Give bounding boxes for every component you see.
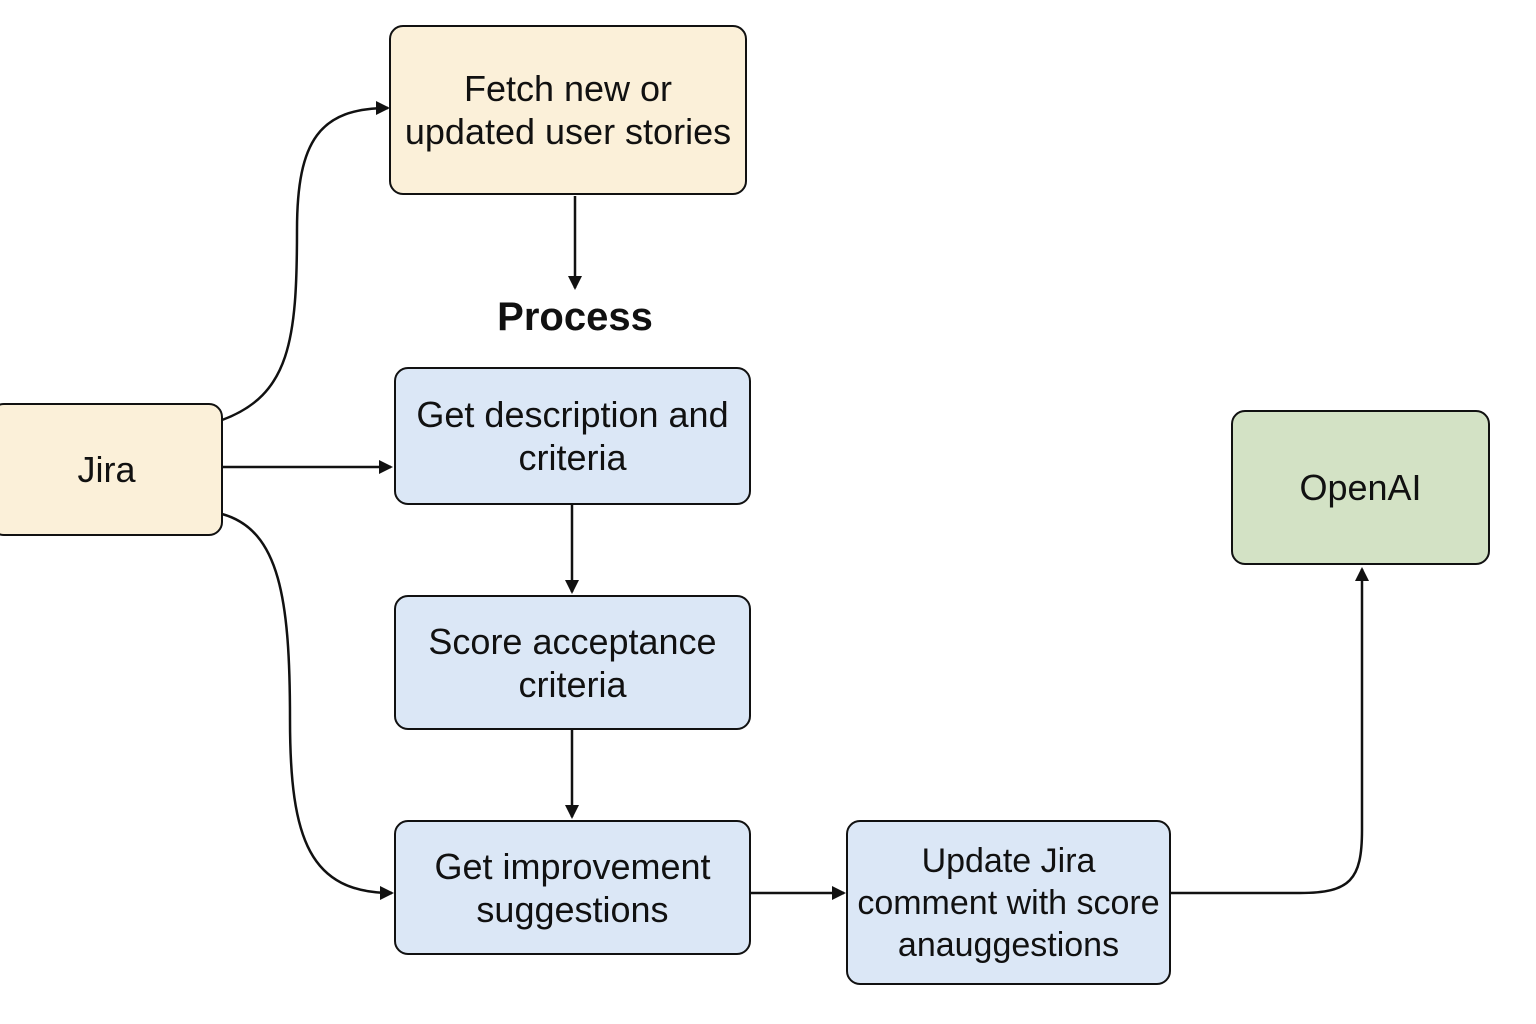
edge-jira-to-fetch <box>221 101 390 422</box>
jira-node[interactable]: Jira <box>0 403 223 536</box>
jira-node-label: Jira <box>77 449 136 490</box>
score-criteria-node-label: Score acceptance criteria <box>428 620 717 705</box>
edge-update-to-openai <box>1170 567 1369 895</box>
fetch-stories-node-label: Fetch new or updated user stories <box>404 68 732 152</box>
fetch-stories-node[interactable]: Fetch new or updated user stories <box>389 25 747 195</box>
get-description-node[interactable]: Get description and criteria <box>394 367 751 505</box>
openai-node[interactable]: OpenAI <box>1231 410 1490 565</box>
improvement-suggestions-node-label: Get improvement suggestions <box>434 845 711 930</box>
score-criteria-node[interactable]: Score acceptance criteria <box>394 595 751 730</box>
openai-node-label: OpenAI <box>1299 467 1422 508</box>
update-jira-comment-node-label: Update Jira comment with score anauggest… <box>857 841 1160 964</box>
get-description-node-label: Get description and criteria <box>416 394 729 478</box>
process-group-label: Process <box>497 295 653 339</box>
improvement-suggestions-node[interactable]: Get improvement suggestions <box>394 820 751 955</box>
update-jira-comment-node[interactable]: Update Jira comment with score anauggest… <box>846 820 1171 985</box>
edge-jira-to-improvements <box>221 512 394 900</box>
